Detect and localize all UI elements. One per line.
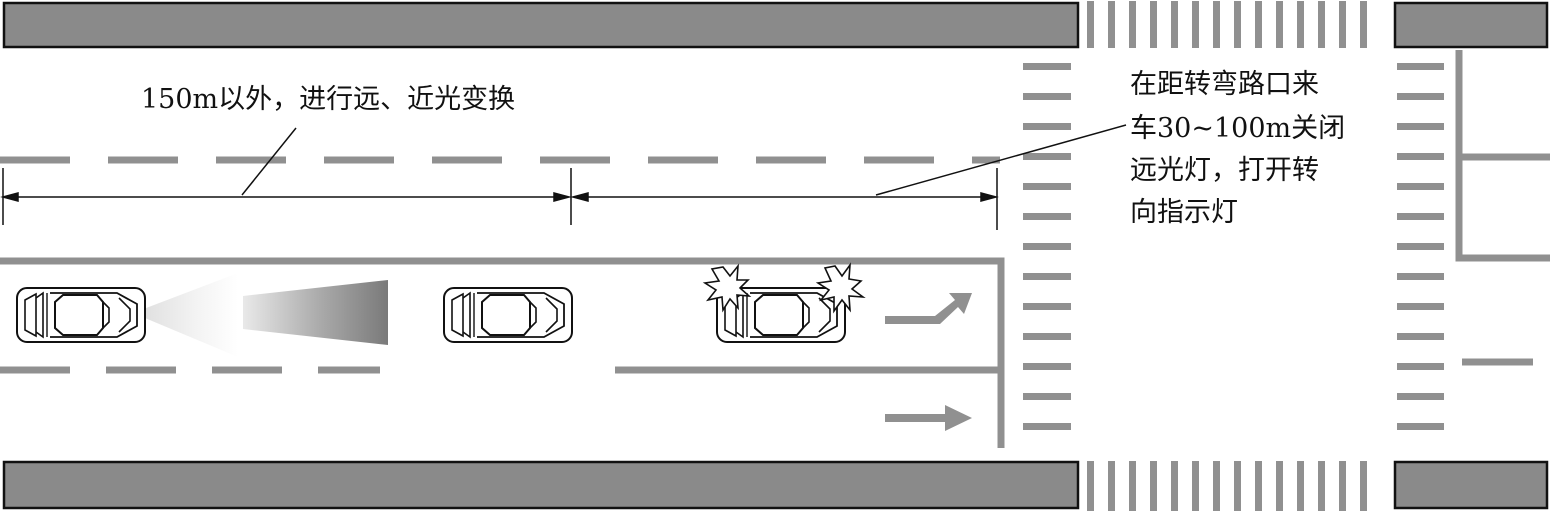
crosswalk-stripe bbox=[1108, 1, 1115, 48]
crosswalk-stripe bbox=[1397, 333, 1444, 340]
cross-road-markings bbox=[1455, 50, 1550, 366]
headlight-beam bbox=[133, 273, 388, 357]
crosswalk-stripe bbox=[1023, 63, 1071, 70]
dashed-lane-lines bbox=[0, 156, 1000, 374]
crosswalk-stripe bbox=[1276, 461, 1283, 511]
right-annotation-line: 远光灯，打开转 bbox=[1130, 155, 1319, 186]
crosswalk-stripe bbox=[1397, 243, 1444, 250]
solid-lane-lines bbox=[0, 257, 1005, 448]
right-annotation: 在距转弯路口来 车30~100m关闭 远光灯，打开转 向指示灯 bbox=[1130, 69, 1345, 228]
crosswalk-stripe bbox=[1397, 153, 1444, 160]
crosswalk-stripe bbox=[1255, 461, 1262, 511]
crosswalk-stripe bbox=[1397, 363, 1444, 370]
crosswalks bbox=[1023, 1, 1444, 511]
crosswalk-stripe bbox=[1192, 1, 1199, 48]
crosswalk-stripe bbox=[1108, 461, 1115, 511]
crosswalk-stripe bbox=[1192, 461, 1199, 511]
crosswalk-stripe bbox=[1234, 461, 1241, 511]
crosswalk-stripe bbox=[1023, 393, 1071, 400]
crosswalk-stripe bbox=[1129, 461, 1136, 511]
crosswalk-stripe bbox=[1339, 1, 1346, 48]
crosswalk-stripe bbox=[1023, 183, 1071, 190]
crosswalk-stripe bbox=[1023, 423, 1071, 430]
crosswalk-stripe bbox=[1297, 1, 1304, 48]
crosswalk-stripe bbox=[1023, 273, 1071, 280]
crosswalk-stripe bbox=[1213, 461, 1220, 511]
crosswalk-stripe bbox=[1087, 461, 1094, 511]
crosswalk-stripe bbox=[1360, 461, 1367, 511]
crosswalk-stripe bbox=[1318, 1, 1325, 48]
crosswalk-stripe bbox=[1023, 363, 1071, 370]
crosswalk-stripe bbox=[1276, 1, 1283, 48]
crosswalk-stripe bbox=[1397, 183, 1444, 190]
crosswalk-stripe bbox=[1397, 93, 1444, 100]
crosswalk-stripe bbox=[1397, 63, 1444, 70]
right-turn-arrow bbox=[885, 293, 972, 324]
right-annotation-line: 车30~100m关闭 bbox=[1130, 113, 1345, 144]
crosswalk-stripe bbox=[1397, 273, 1444, 280]
crosswalk-stripe bbox=[1150, 461, 1157, 511]
crosswalk-stripe bbox=[1213, 1, 1220, 48]
crosswalk-stripe bbox=[1150, 1, 1157, 48]
indicator-flash-icon bbox=[702, 262, 866, 314]
crosswalk-stripe bbox=[1397, 303, 1444, 310]
crosswalk-stripe bbox=[1318, 461, 1325, 511]
crosswalk-stripe bbox=[1023, 123, 1071, 130]
crosswalk-stripe bbox=[1023, 303, 1071, 310]
right-annotation-line: 向指示灯 bbox=[1130, 197, 1238, 228]
car-middle bbox=[443, 287, 573, 343]
crosswalk-stripe bbox=[1023, 153, 1071, 160]
crosswalk-stripe bbox=[1255, 1, 1262, 48]
straight-arrow bbox=[885, 405, 972, 431]
left-annotation: 150m以外，进行远、近光变换 bbox=[141, 84, 515, 115]
crosswalk-stripe bbox=[1023, 93, 1071, 100]
crosswalk-stripe bbox=[1023, 213, 1071, 220]
crosswalk-stripe bbox=[1397, 123, 1444, 130]
car-left bbox=[16, 287, 146, 343]
crosswalk-stripe bbox=[1397, 213, 1444, 220]
crosswalk-stripe bbox=[1087, 1, 1094, 48]
crosswalk-stripe bbox=[1129, 1, 1136, 48]
crosswalk-stripe bbox=[1397, 393, 1444, 400]
crosswalk-stripe bbox=[1023, 333, 1071, 340]
crosswalk-stripe bbox=[1297, 461, 1304, 511]
right-annotation-line: 在距转弯路口来 bbox=[1130, 69, 1319, 100]
crosswalk-stripe bbox=[1360, 1, 1367, 48]
crosswalk-stripe bbox=[1234, 1, 1241, 48]
crosswalk-stripe bbox=[1023, 243, 1071, 250]
crosswalk-stripe bbox=[1397, 423, 1444, 430]
crosswalk-stripe bbox=[1171, 1, 1178, 48]
crosswalk-stripe bbox=[1339, 461, 1346, 511]
measure-lines bbox=[0, 124, 1127, 230]
crosswalk-stripe bbox=[1171, 461, 1178, 511]
